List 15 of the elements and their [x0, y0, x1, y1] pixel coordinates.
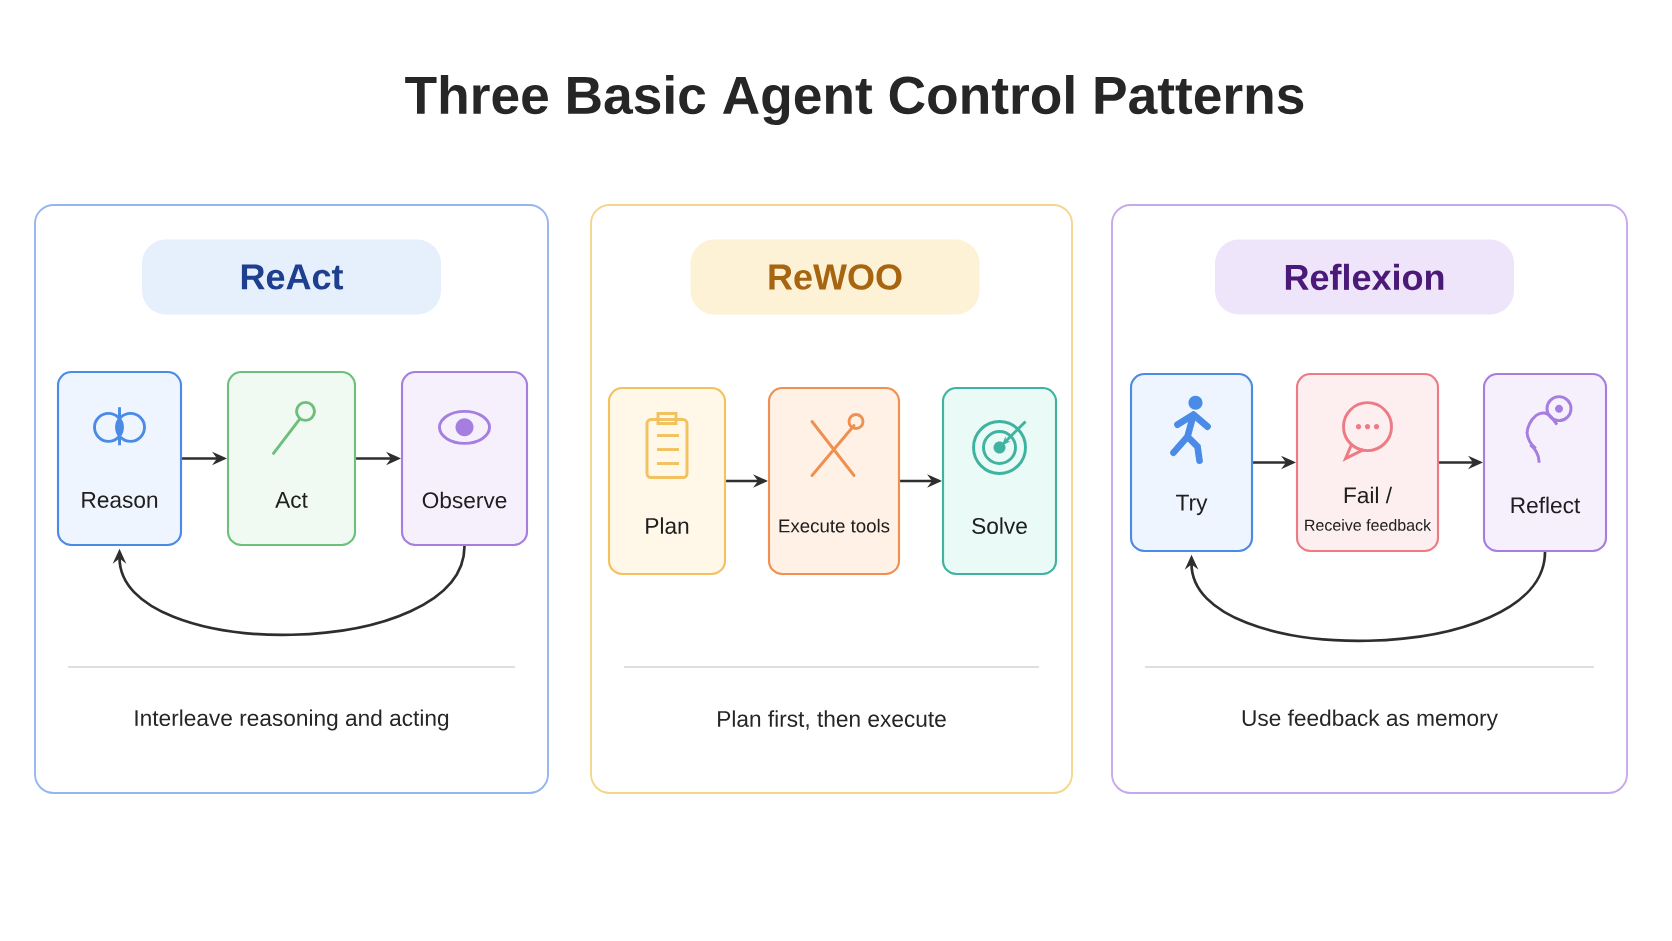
- title: Three Basic Agent Control Patterns: [405, 75, 1304, 125]
- heading-pill: Reflexion: [1215, 239, 1514, 315]
- step-box: Fail / Receive feedback: [1295, 372, 1440, 553]
- step-box: Reason: [56, 370, 183, 547]
- step-box: Try: [1129, 372, 1254, 553]
- step-box: Reflect: [1482, 372, 1608, 553]
- heading-pill: ReAct: [142, 239, 441, 315]
- heading-pill: ReWOO: [690, 239, 980, 315]
- step-box: Plan: [607, 386, 727, 576]
- arrow: [1184, 551, 1547, 643]
- step-box: Solve: [941, 386, 1058, 576]
- step-box: Observe: [400, 370, 529, 547]
- step-box: Execute tools: [767, 386, 901, 576]
- step-box: Act: [226, 370, 357, 547]
- arrow: [112, 545, 466, 637]
